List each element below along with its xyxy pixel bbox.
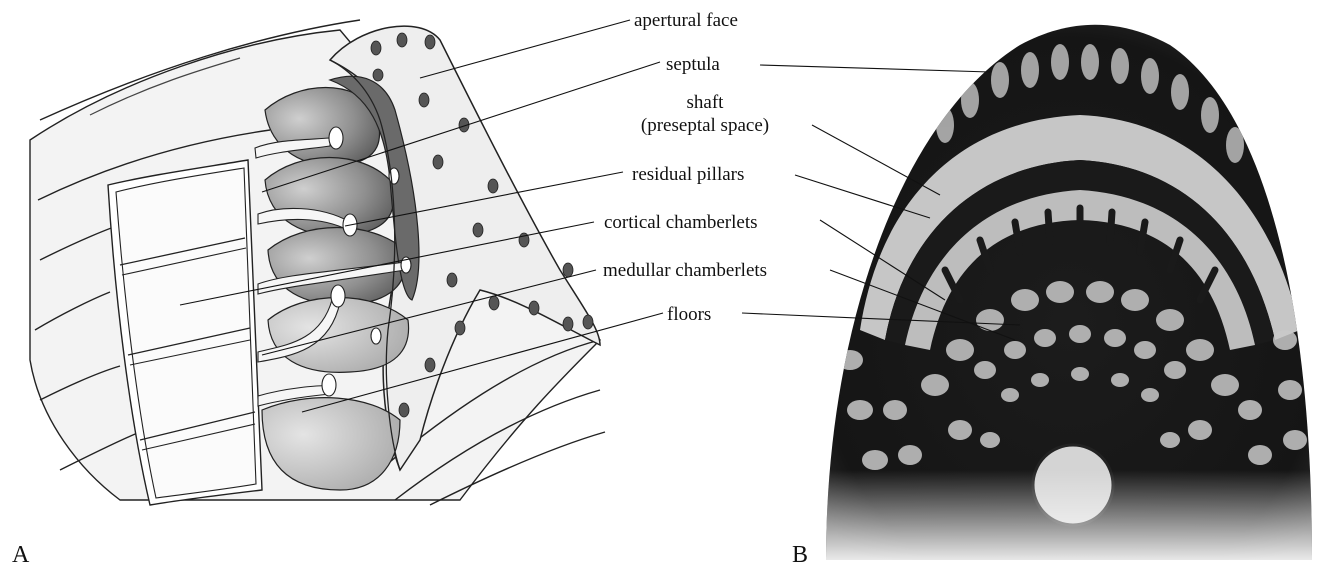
- leader-apertural-face-a: [420, 20, 630, 78]
- panel-b-thin-section: [820, 15, 1320, 569]
- label-preseptal-space: (preseptal space): [641, 115, 769, 136]
- panel-label-b: B: [792, 542, 808, 568]
- label-septula: septula: [666, 54, 720, 75]
- label-residual-pillars: residual pillars: [632, 164, 744, 185]
- label-medullar-chamberlets: medullar chamberlets: [603, 260, 767, 281]
- label-shaft: shaft: [687, 92, 725, 113]
- panel-a-drawing: [30, 20, 605, 505]
- label-apertural-face: apertural face: [634, 10, 738, 31]
- label-floors: floors: [667, 304, 711, 325]
- label-cortical-chamberlets: cortical chamberlets: [604, 212, 758, 233]
- leader-septula-b: [760, 65, 990, 72]
- panel-label-a: A: [12, 542, 30, 568]
